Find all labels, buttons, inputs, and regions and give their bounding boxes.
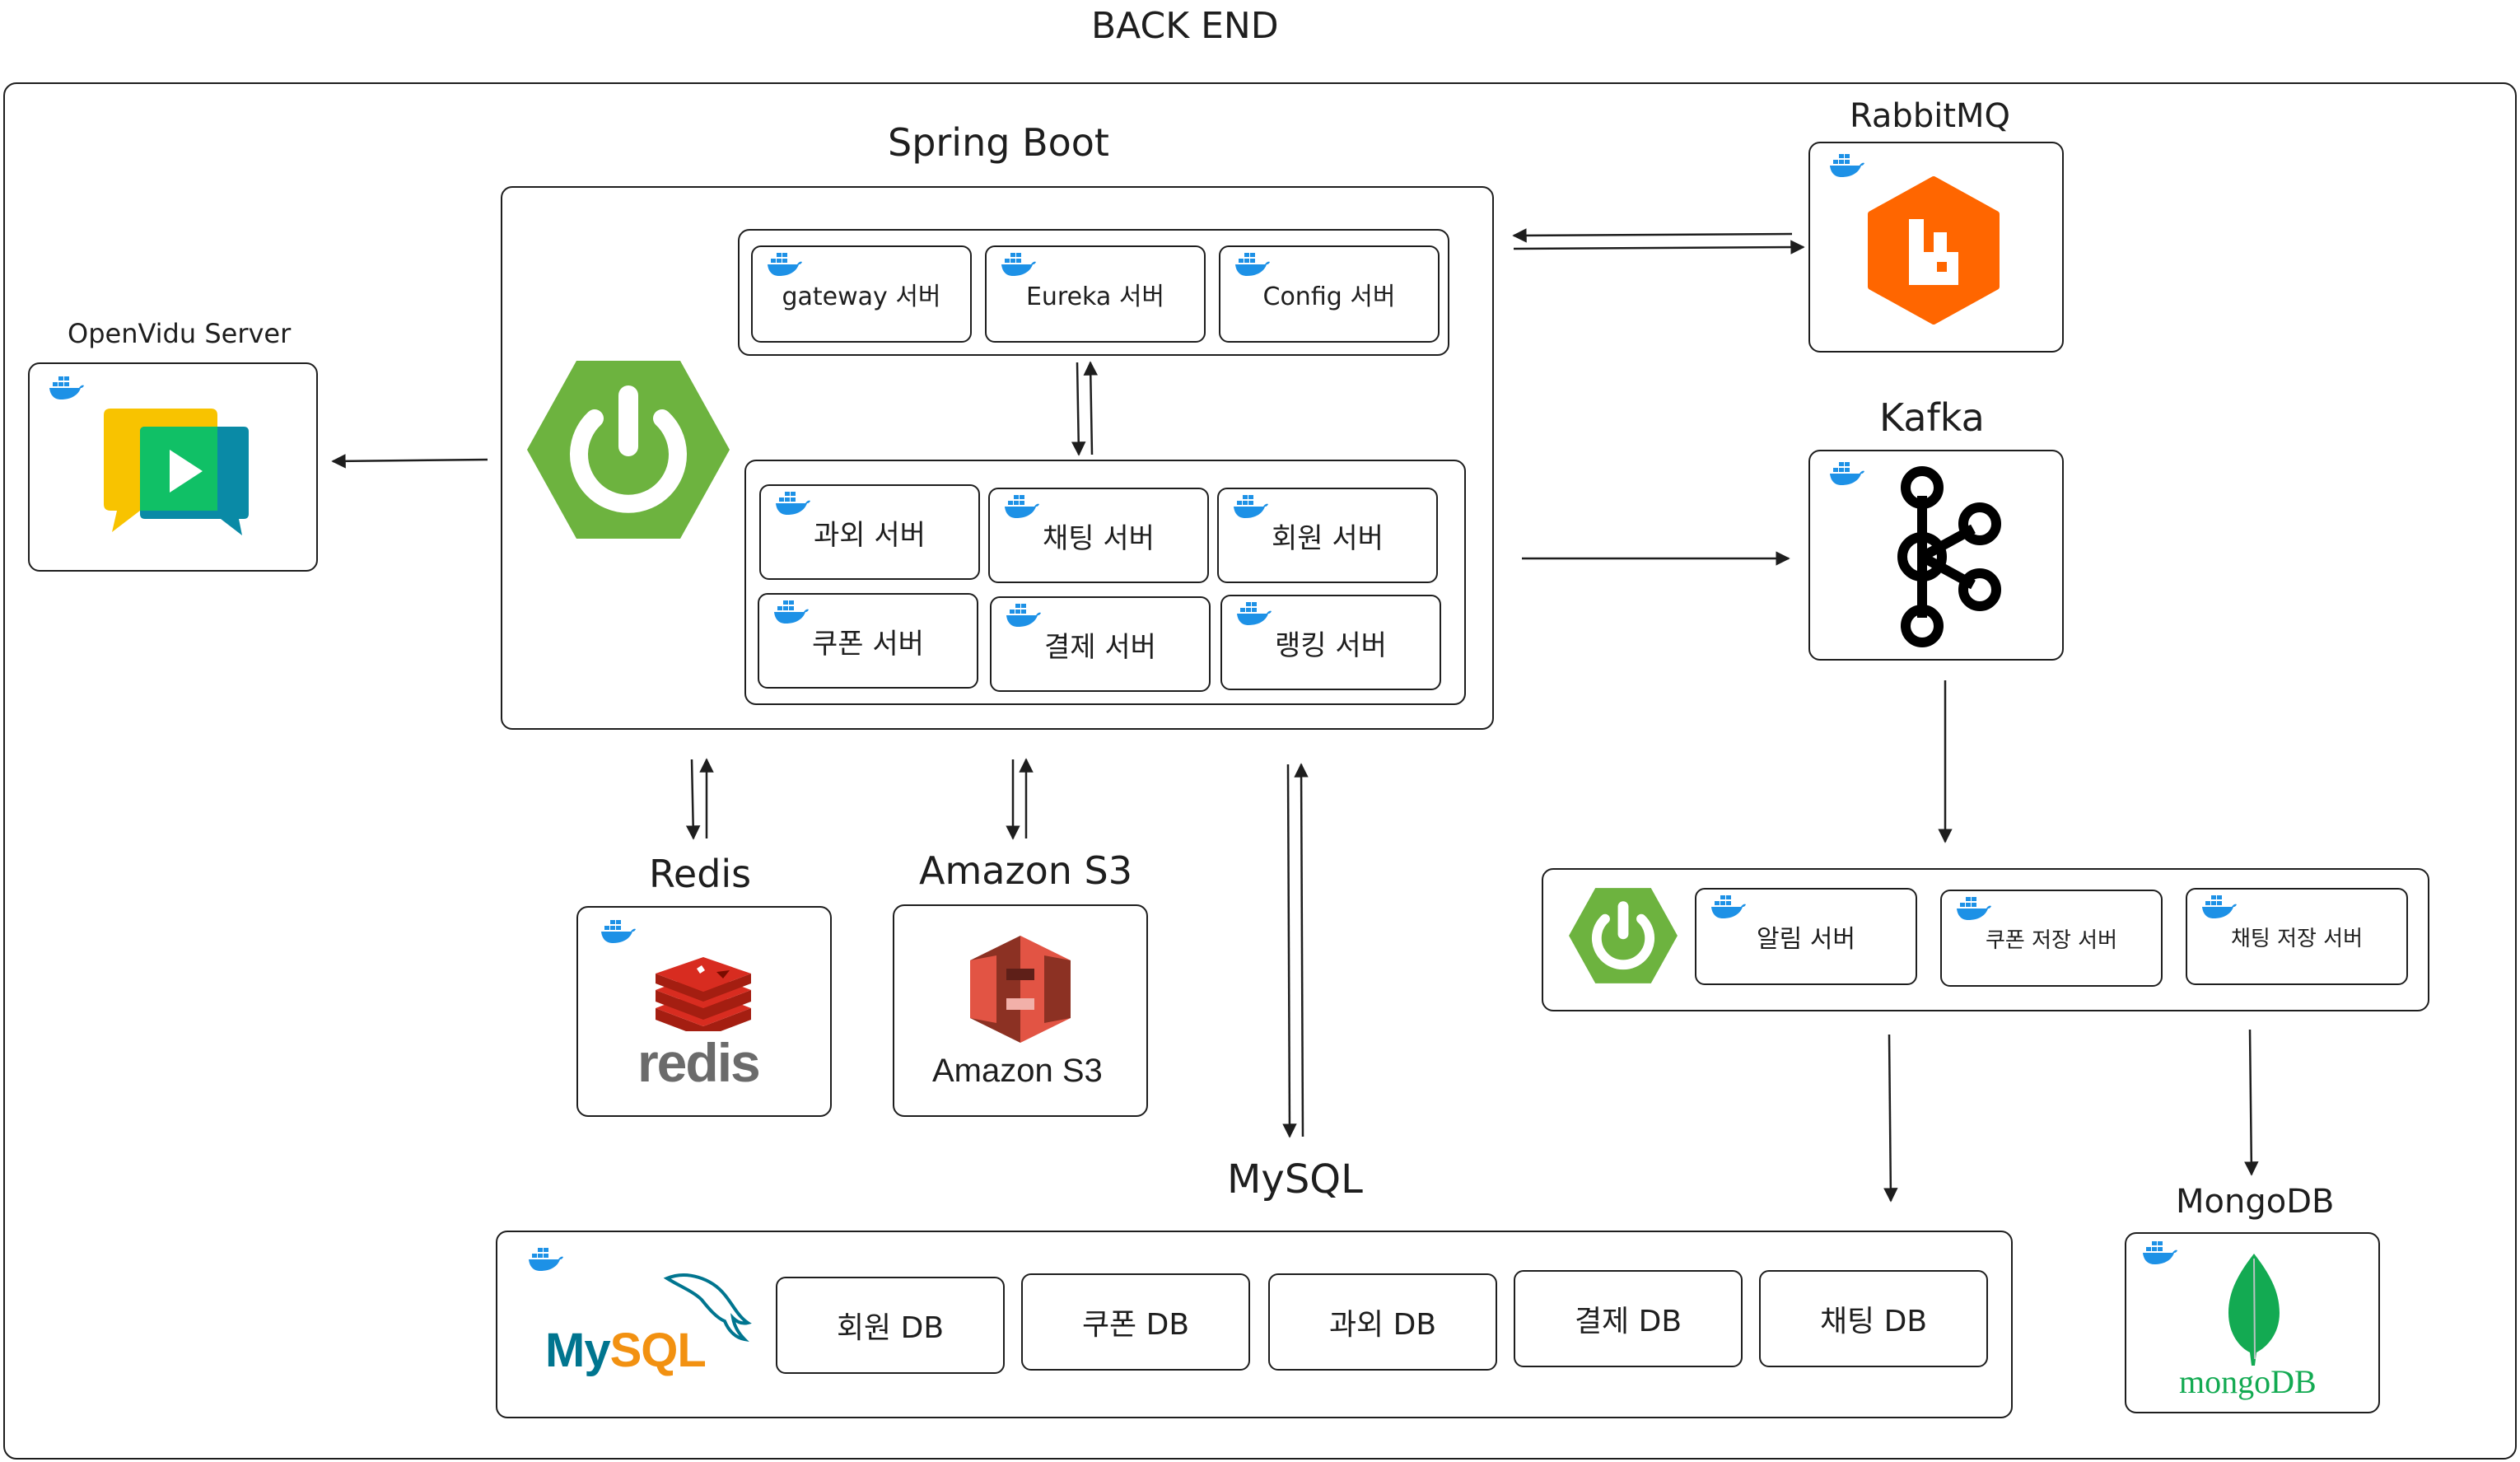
mysql-dolphin-icon bbox=[663, 1273, 752, 1343]
kafka-box bbox=[1808, 450, 2064, 661]
service-coupon: 쿠폰 서버 bbox=[758, 593, 978, 689]
arrow-spring-to-mysql bbox=[1282, 764, 1297, 1138]
docker-icon bbox=[1711, 895, 1746, 918]
db-label: 과외 DB bbox=[1328, 1308, 1437, 1342]
service-notification: 알림 서버 bbox=[1695, 888, 1917, 985]
docker-icon bbox=[2202, 895, 2237, 918]
docker-icon bbox=[601, 920, 636, 943]
service-label: 채팅 저장 서버 bbox=[2230, 926, 2364, 951]
docker-icon bbox=[1234, 495, 1268, 518]
spring-power-icon bbox=[527, 361, 730, 539]
docker-icon bbox=[49, 376, 84, 399]
openvidu-label: OpenVidu Server bbox=[68, 318, 292, 349]
service-label: 쿠폰 저장 서버 bbox=[1985, 927, 2118, 953]
redis-label: Redis bbox=[649, 852, 752, 896]
arrow-spring-to-redis bbox=[685, 759, 701, 840]
docker-icon bbox=[768, 253, 802, 276]
service-config: Config 서버 bbox=[1219, 245, 1440, 343]
service-coupon-store: 쿠폰 저장 서버 bbox=[1940, 890, 2163, 987]
service-label: gateway 서버 bbox=[782, 283, 941, 311]
mysql-logo-text: MySQL bbox=[545, 1323, 707, 1378]
db-payment: 결제 DB bbox=[1514, 1270, 1743, 1367]
mongodb-logo-text: mongoDB bbox=[2179, 1363, 2317, 1400]
service-tutoring: 과외 서버 bbox=[759, 484, 980, 580]
openvidu-box bbox=[28, 362, 318, 572]
arrow-spring-to-rabbitmq bbox=[1513, 240, 1805, 255]
arrow-rabbitmq-to-spring bbox=[1512, 228, 1793, 243]
db-label: 쿠폰 DB bbox=[1081, 1308, 1190, 1342]
service-chat-store: 채팅 저장 서버 bbox=[2186, 888, 2408, 985]
db-coupon: 쿠폰 DB bbox=[1021, 1273, 1250, 1371]
service-eureka: Eureka 서버 bbox=[985, 245, 1206, 343]
kafka-label: Kafka bbox=[1879, 395, 1985, 440]
service-gateway: gateway 서버 bbox=[751, 245, 972, 343]
rabbitmq-icon bbox=[1868, 176, 2000, 325]
arrow-domain-to-infra bbox=[1083, 361, 1099, 455]
service-label: 회원 서버 bbox=[1272, 521, 1384, 555]
mysql-logo-text-my: My bbox=[545, 1324, 611, 1377]
mysql-logo-text-sql: SQL bbox=[609, 1324, 707, 1377]
rabbitmq-box bbox=[1808, 142, 2064, 353]
mongodb-label: MongoDB bbox=[2176, 1183, 2335, 1221]
db-tutoring: 과외 DB bbox=[1268, 1273, 1497, 1371]
service-label: Config 서버 bbox=[1262, 283, 1396, 311]
redis-box: redis bbox=[576, 906, 832, 1117]
docker-icon bbox=[1957, 897, 1991, 920]
docker-icon bbox=[2143, 1241, 2177, 1264]
kafka-icon bbox=[1897, 466, 2001, 647]
docker-icon bbox=[1237, 602, 1272, 625]
service-label: 알림 서버 bbox=[1757, 925, 1855, 954]
docker-icon bbox=[1830, 154, 1864, 177]
service-payment: 결제 서버 bbox=[990, 596, 1211, 692]
mongodb-leaf-icon bbox=[2228, 1254, 2280, 1366]
page-title: BACK END bbox=[1091, 5, 1279, 47]
db-member: 회원 DB bbox=[776, 1277, 1005, 1374]
arrow-infra-to-domain bbox=[1071, 362, 1086, 456]
docker-icon bbox=[776, 492, 810, 515]
mongodb-box: mongoDB bbox=[2125, 1232, 2380, 1413]
redis-logo-text: redis bbox=[637, 1032, 761, 1093]
service-label: 결제 서버 bbox=[1044, 630, 1156, 664]
docker-icon bbox=[529, 1248, 563, 1271]
redis-cube-icon bbox=[656, 957, 751, 1031]
service-label: Eureka 서버 bbox=[1025, 283, 1165, 311]
db-chat: 채팅 DB bbox=[1759, 1270, 1988, 1367]
db-label: 채팅 DB bbox=[1819, 1305, 1928, 1338]
arrow-mysql-to-spring bbox=[1294, 763, 1309, 1137]
s3-logo-text: Amazon S3 bbox=[932, 1053, 1103, 1089]
service-label: 랭킹 서버 bbox=[1275, 628, 1387, 662]
openvidu-chat-icon bbox=[104, 409, 249, 535]
service-ranking: 랭킹 서버 bbox=[1220, 595, 1441, 690]
db-label: 결제 DB bbox=[1574, 1305, 1682, 1338]
service-label: 채팅 서버 bbox=[1043, 521, 1155, 555]
docker-icon bbox=[1830, 462, 1864, 485]
docker-icon bbox=[774, 600, 809, 624]
docker-icon bbox=[1005, 495, 1039, 518]
arrow-consumers-to-mongodb bbox=[2244, 1029, 2259, 1176]
service-label: 과외 서버 bbox=[814, 518, 926, 552]
service-label: 쿠폰 서버 bbox=[812, 627, 924, 661]
s3-bucket-icon bbox=[970, 936, 1071, 1043]
docker-icon bbox=[1235, 253, 1270, 276]
docker-icon bbox=[1006, 604, 1041, 627]
db-label: 회원 DB bbox=[836, 1311, 945, 1345]
arrow-spring-to-openvidu bbox=[331, 454, 488, 469]
mysql-label: MySQL bbox=[1227, 1156, 1363, 1203]
rabbitmq-label: RabbitMQ bbox=[1850, 97, 2010, 135]
docker-icon bbox=[1001, 253, 1036, 276]
service-member: 회원 서버 bbox=[1217, 488, 1438, 583]
spring-boot-label: Spring Boot bbox=[888, 120, 1109, 165]
s3-box: Amazon S3 bbox=[893, 904, 1148, 1117]
arrow-consumers-to-mysql bbox=[1883, 1034, 1898, 1203]
spring-power-icon bbox=[1569, 888, 1678, 983]
s3-label: Amazon S3 bbox=[919, 848, 1132, 893]
service-chat: 채팅 서버 bbox=[988, 488, 1209, 583]
